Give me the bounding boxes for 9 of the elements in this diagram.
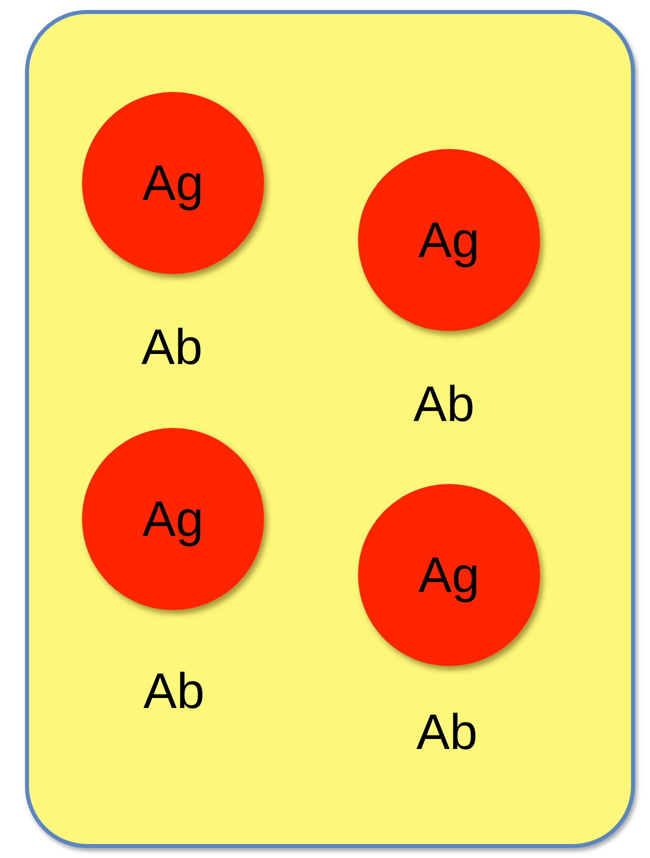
- node-label: Ag: [142, 158, 204, 208]
- rounded-panel: [25, 10, 635, 848]
- text-label: Ab: [143, 666, 205, 716]
- text-label: Ab: [416, 707, 478, 757]
- node-label: Ag: [418, 215, 480, 265]
- text-label: Ab: [141, 322, 203, 372]
- node-label: Ag: [142, 494, 204, 544]
- text-label: Ab: [413, 379, 475, 429]
- node-label: Ag: [418, 550, 480, 600]
